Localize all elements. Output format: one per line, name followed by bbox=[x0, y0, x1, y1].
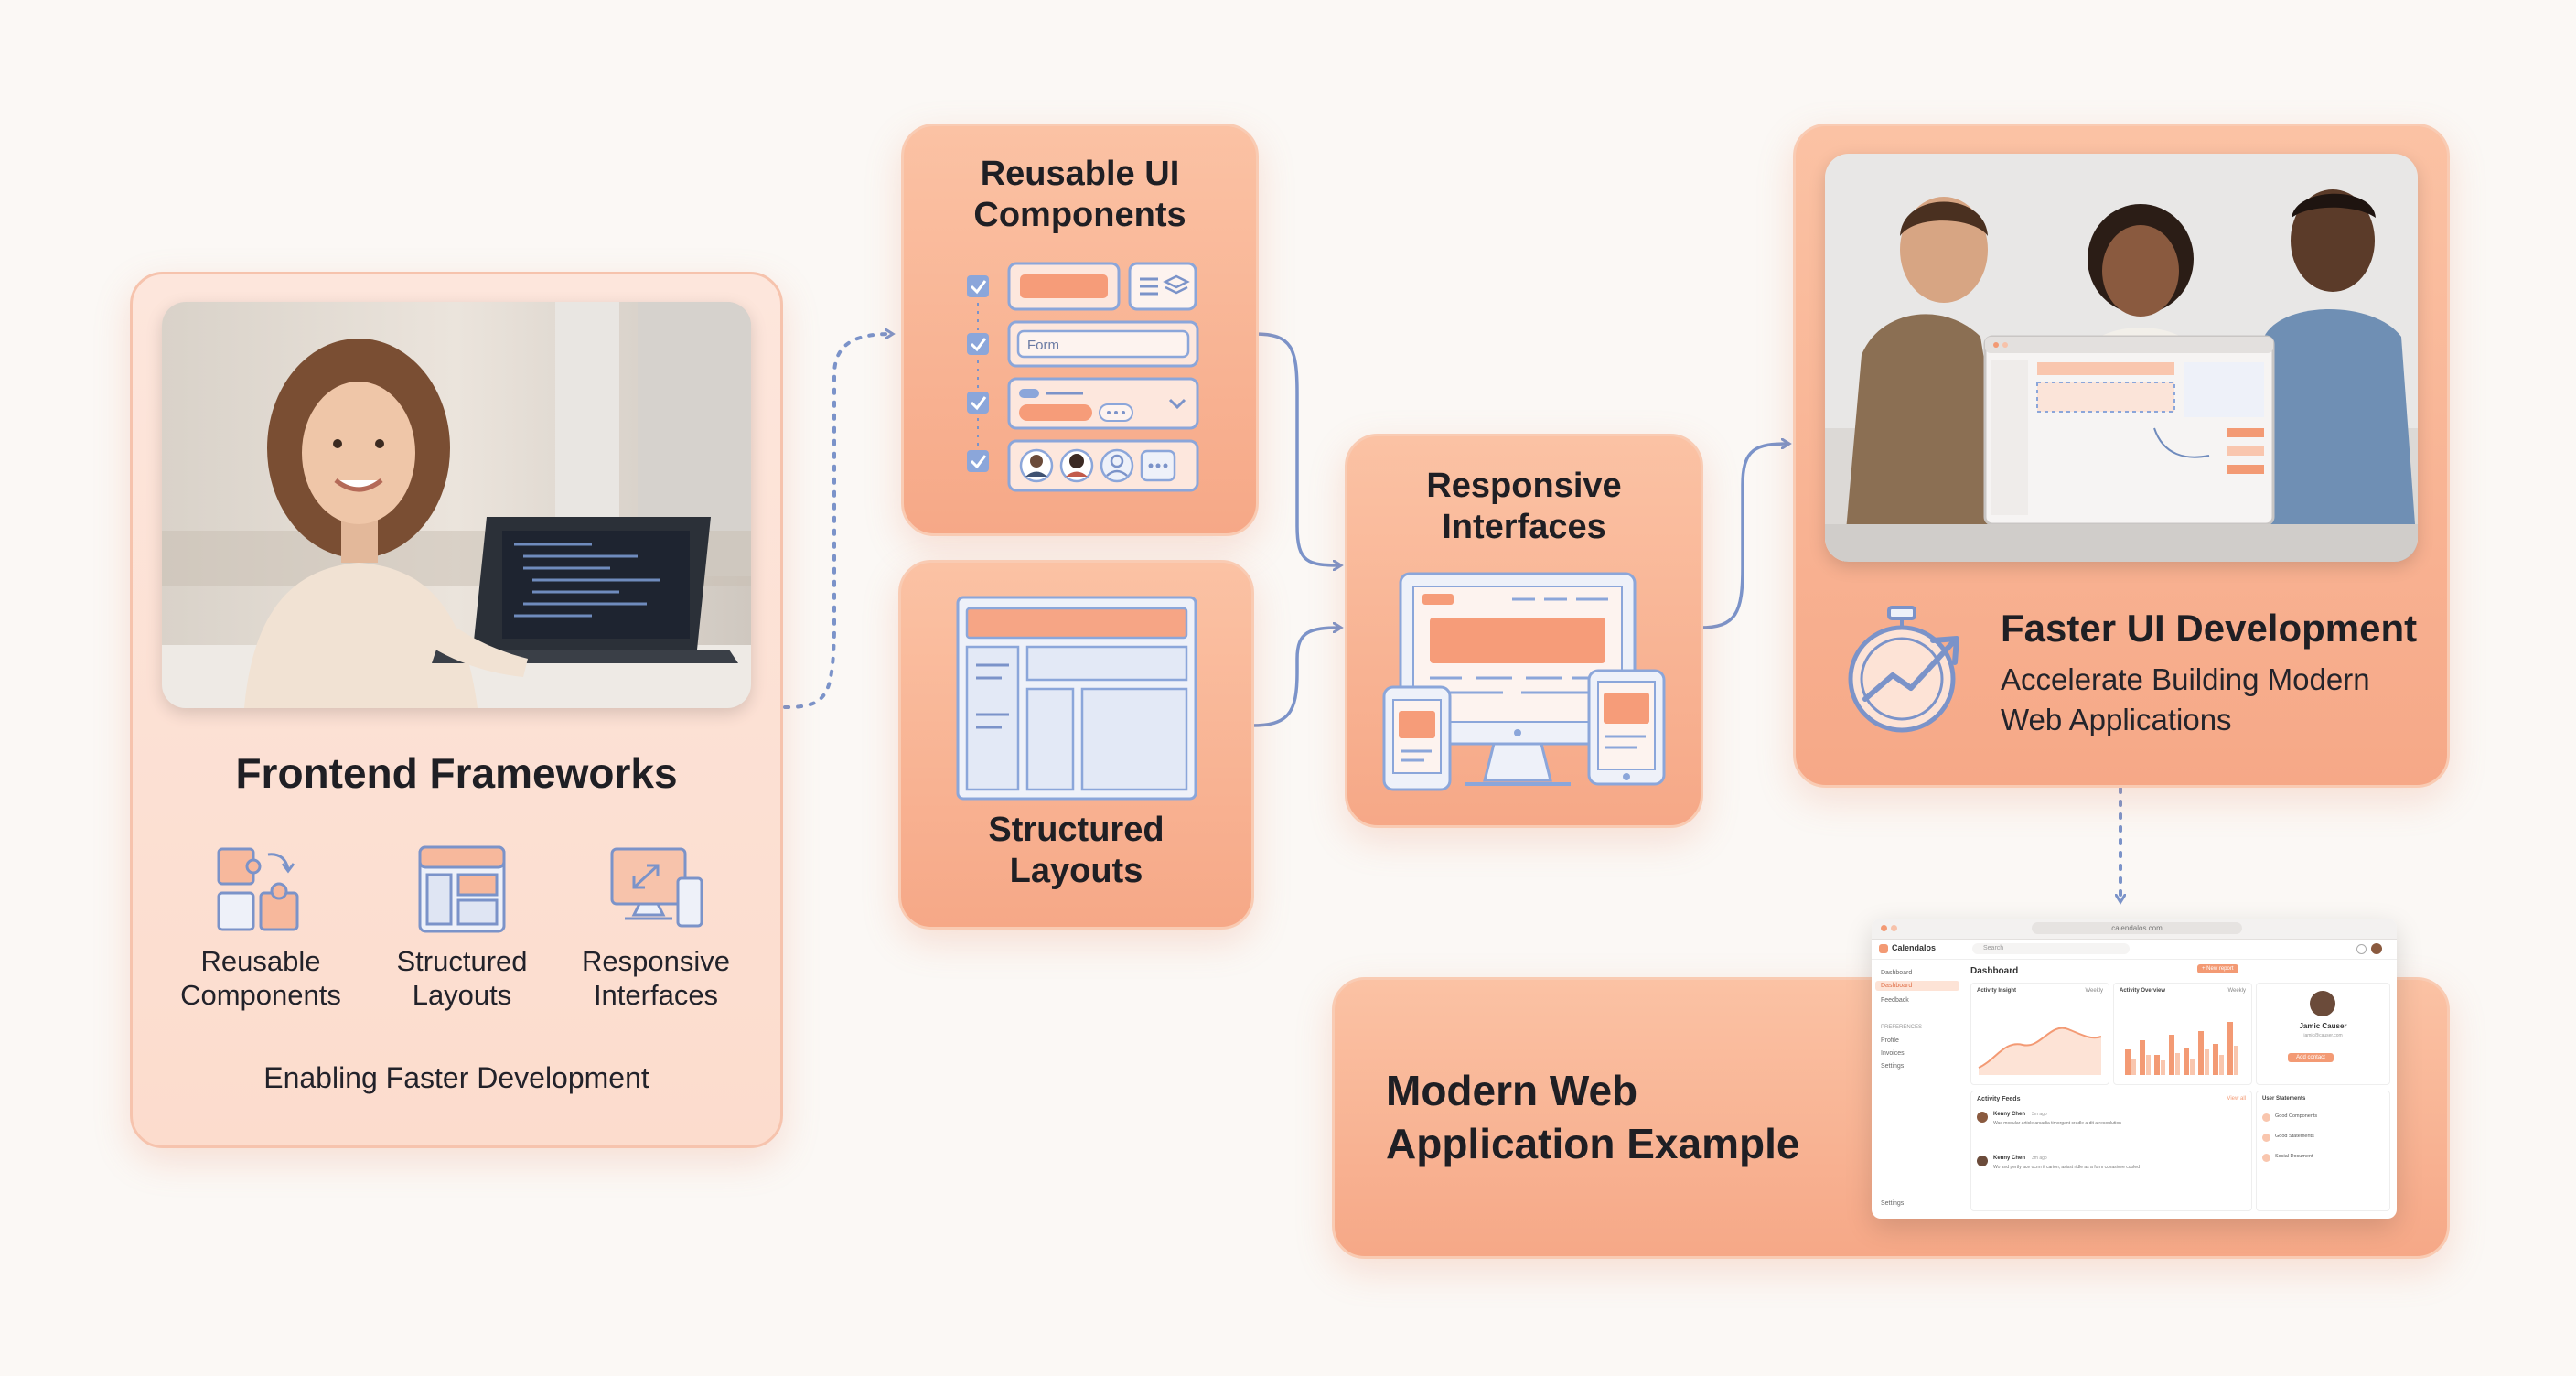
user-statements-panel: User Statements Good Components Good Sta… bbox=[2256, 1091, 2390, 1211]
sidebar-item-dashboard[interactable]: Dashboard bbox=[1881, 970, 1913, 976]
chart1-title: Activity Insight bbox=[1977, 988, 2017, 994]
puzzle-icon bbox=[213, 842, 305, 937]
layout-grid-icon bbox=[416, 844, 508, 935]
developer-photo bbox=[162, 302, 751, 708]
faster-ui-development-card: Faster UI Development Accelerate Buildin… bbox=[1793, 124, 2450, 788]
sidebar-item-feedback[interactable]: Feedback bbox=[1881, 997, 1909, 1004]
url-bar[interactable]: calendalos.com bbox=[2032, 922, 2242, 934]
sidebar-footer-settings[interactable]: Settings bbox=[1881, 1200, 1905, 1207]
feed-view-all-link[interactable]: View all bbox=[2227, 1096, 2246, 1102]
sidebar-item-invoices[interactable]: Invoices bbox=[1881, 1050, 1905, 1057]
new-report-button[interactable]: + New report bbox=[2197, 964, 2238, 973]
activity-line-chart bbox=[1978, 1027, 2102, 1075]
avatar bbox=[1977, 1112, 1988, 1123]
chart2-period[interactable]: Weekly bbox=[2227, 988, 2246, 994]
ui-components-illustration: Form bbox=[967, 262, 1199, 492]
connector-frontend-to-reusable bbox=[783, 334, 892, 709]
app-header: Calendalos Search bbox=[1872, 939, 2397, 960]
frontend-caption: Enabling Faster Development bbox=[263, 1061, 649, 1094]
responsive-devices-illustration bbox=[1382, 572, 1666, 791]
feed-time: 3m ago bbox=[2032, 1156, 2047, 1161]
activity-insight-panel: Activity Insight Weekly bbox=[1970, 983, 2109, 1085]
list-item[interactable]: Social Document bbox=[2262, 1152, 2381, 1165]
brand-name: Calendalos bbox=[1892, 943, 1937, 952]
connector-reusable-to-responsive bbox=[1254, 332, 1340, 565]
faster-title: Faster UI Development bbox=[2001, 607, 2418, 650]
feed-name: Kenny Chen bbox=[1993, 1112, 2026, 1117]
activity-bar-chart bbox=[2125, 1022, 2238, 1075]
side-list-title: User Statements bbox=[2262, 1096, 2306, 1102]
team-photo bbox=[1825, 154, 2418, 562]
feed-text: Was modular article arcadia timorgant cr… bbox=[1993, 1121, 2121, 1126]
connector-structured-to-responsive bbox=[1250, 628, 1340, 727]
notification-icon[interactable] bbox=[2356, 944, 2367, 954]
feed-text: Wo and pertly ace ocrm it carion, asisst… bbox=[1993, 1165, 2140, 1170]
browser-toolbar: calendalos.com bbox=[1872, 919, 2397, 940]
sidebar-item-dashboard-active[interactable]: Dashboard bbox=[1875, 981, 1959, 991]
activity-feed-panel: Activity Feeds View all Kenny Chen 3m ag… bbox=[1970, 1091, 2252, 1211]
app-search-input[interactable]: Search bbox=[1972, 943, 2130, 954]
chart1-period[interactable]: Weekly bbox=[2085, 988, 2103, 994]
feed-title: Activity Feeds bbox=[1977, 1096, 2021, 1102]
checkbox-icon bbox=[967, 275, 989, 472]
dashboard-heading: Dashboard bbox=[1970, 966, 2019, 976]
app-sidebar: Dashboard Dashboard Feedback PREFERENCES… bbox=[1872, 959, 1959, 1219]
add-contact-button[interactable]: Add contact bbox=[2288, 1053, 2334, 1062]
stopwatch-growth-icon bbox=[1848, 606, 1959, 733]
layout-wireframe-illustration bbox=[956, 596, 1197, 801]
app-screenshot: calendalos.com Calendalos Search Dashboa… bbox=[1872, 919, 2397, 1219]
feed-time: 3m ago bbox=[2032, 1112, 2047, 1117]
sidebar-section-label: PREFERENCES bbox=[1881, 1025, 1923, 1030]
form-placeholder: Form bbox=[1027, 338, 1059, 353]
avatar[interactable] bbox=[2371, 943, 2382, 954]
profile-avatar bbox=[2310, 991, 2335, 1016]
avatar bbox=[1977, 1156, 1988, 1166]
list-item[interactable]: Good Components bbox=[2262, 1112, 2381, 1124]
frontend-title: Frontend Frameworks bbox=[235, 749, 678, 797]
profile-email: jamic@causer.com bbox=[2303, 1033, 2343, 1038]
profile-name: Jamic Causer bbox=[2299, 1022, 2347, 1030]
connector-responsive-to-faster bbox=[1699, 444, 1788, 629]
feed-name: Kenny Chen bbox=[1993, 1156, 2026, 1161]
sidebar-item-settings[interactable]: Settings bbox=[1881, 1063, 1905, 1070]
sidebar-item-profile[interactable]: Profile bbox=[1881, 1037, 1899, 1044]
brand-logo bbox=[1879, 944, 1888, 953]
responsive-devices-icon bbox=[606, 845, 707, 933]
profile-panel: Jamic Causer jamic@causer.com Add contac… bbox=[2256, 983, 2390, 1085]
chart2-title: Activity Overview bbox=[2120, 988, 2166, 994]
list-item[interactable]: Good Statements bbox=[2262, 1132, 2381, 1145]
activity-overview-panel: Activity Overview Weekly bbox=[2113, 983, 2252, 1085]
